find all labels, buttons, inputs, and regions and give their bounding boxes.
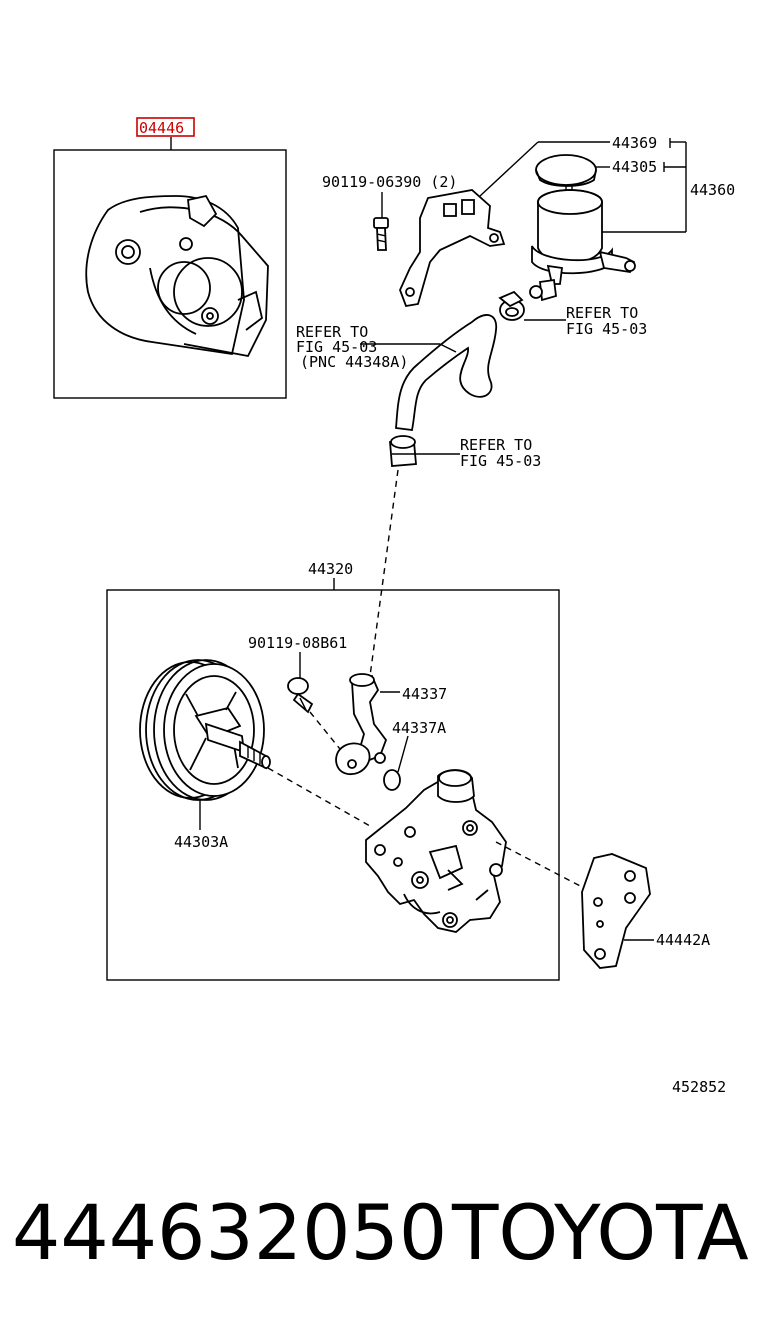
callout-cap-gasket[interactable]: 44369 (612, 134, 657, 152)
hose-lower-clamp (389, 435, 417, 467)
o-ring-icon (383, 769, 401, 791)
pump-bracket (581, 853, 651, 969)
reservoir-cap (535, 154, 597, 187)
union-bolt-icon (287, 677, 314, 714)
callout-oring[interactable]: 44337A (392, 719, 446, 737)
refer-union-line2: FIG 45-03 (460, 452, 541, 470)
pump-body (365, 769, 507, 933)
callout-union-bolt[interactable]: 90119-08B61 (248, 634, 347, 652)
brand-name: TOYOTA (452, 1188, 749, 1277)
union-fitting (335, 673, 388, 775)
kit-box (53, 149, 287, 399)
pump-assy-box (106, 589, 560, 981)
refer-hose-line3: (PNC 44348A) (300, 353, 408, 371)
callout-pulley[interactable]: 44303A (174, 833, 228, 851)
pulley (139, 659, 265, 801)
refer-hose-line1: REFER TO (296, 323, 368, 341)
refer-tank-line1: REFER TO (566, 304, 638, 322)
shaft (204, 722, 271, 770)
callout-cap[interactable]: 44305 (612, 158, 657, 176)
callout-bracket-bolt[interactable]: 90119-06390 (2) (322, 173, 457, 191)
callout-union[interactable]: 44337 (402, 685, 447, 703)
hose-clamp (498, 290, 525, 321)
bolt-icon (373, 217, 389, 251)
seal-kit-illustration (85, 194, 269, 358)
callout-04446[interactable]: 04446 (139, 119, 184, 137)
refer-union-line1: REFER TO (460, 436, 532, 454)
part-number: 444632050 (12, 1188, 448, 1277)
suction-hose (395, 314, 498, 431)
refer-tank-line2: FIG 45-03 (566, 320, 647, 338)
reservoir-tank (529, 186, 636, 302)
refer-hose-line2: FIG 45-03 (296, 338, 377, 356)
highlight-box (136, 117, 195, 137)
reservoir-bracket (399, 189, 506, 308)
callout-reservoir[interactable]: 44360 (690, 181, 735, 199)
illustration-number: 452852 (672, 1078, 726, 1096)
callout-pump-assy[interactable]: 44320 (308, 560, 353, 578)
callout-bracket[interactable]: 44442A (656, 931, 710, 949)
